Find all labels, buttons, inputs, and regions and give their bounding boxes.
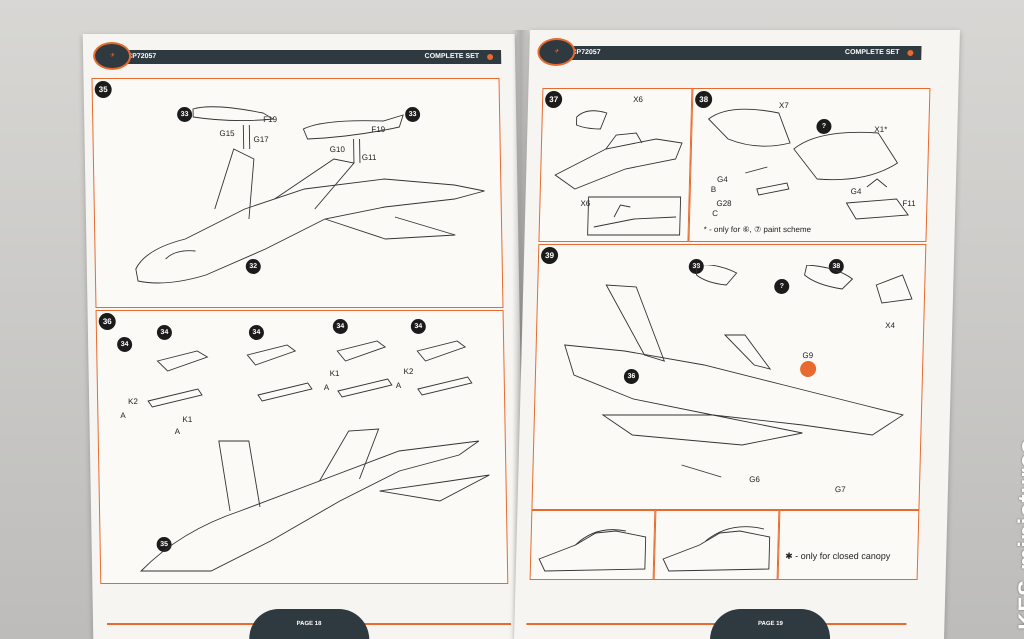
brand-logo: ✈ <box>537 38 576 66</box>
right-header-set: COMPLETE SET <box>844 49 900 56</box>
step-36-frame: 36 34 34 34 34 34 35 K2 A K1 A K1 A K2 A <box>95 310 509 584</box>
step-36-number: 36 <box>98 313 116 330</box>
left-header-set: COMPLETE SET <box>424 53 480 60</box>
step-37-cockpit-drawing <box>554 110 683 236</box>
right-header-bar: CP72057 COMPLETE SET <box>541 46 922 60</box>
right-page: CP72057 COMPLETE SET ✈ 37 X6 X6 38 ? X7 … <box>514 30 960 639</box>
step-39-jet-drawing <box>564 265 913 478</box>
closed-canopy-drawing-1 <box>538 529 647 572</box>
left-header-code: CP72057 <box>127 53 157 60</box>
brand-logo: ✈ <box>92 42 132 70</box>
step-38-note: * - only for ⑥, ⑦ paint scheme <box>703 225 812 234</box>
closed-canopy-detail-2 <box>653 510 780 580</box>
step-35-jet-drawing <box>135 106 485 284</box>
left-page: CP72057 COMPLETE SET ✈ 35 33 33 32 F19 G… <box>82 34 526 639</box>
step-37-frame: 37 X6 X6 <box>538 88 693 242</box>
step-36-jet-drawing <box>140 340 490 572</box>
left-header-bar: CP72057 COMPLETE SET <box>96 50 502 64</box>
closed-canopy-note-box: ✱ - only for closed canopy <box>777 510 920 580</box>
step-39-frame: 39 38 38 36 ? X4 G9 G6 G7 <box>531 244 927 510</box>
closed-canopy-detail-1 <box>529 510 656 580</box>
right-header-code: CP72057 <box>571 49 601 56</box>
watermark-text: KFS-miniatures <box>1014 438 1024 630</box>
closed-canopy-drawing-2 <box>662 526 771 572</box>
right-page-number: PAGE 19 <box>757 621 783 627</box>
step-39-number: 39 <box>540 247 559 264</box>
watermark: KFS-miniatures <box>992 400 1024 630</box>
left-header-dot <box>487 54 494 60</box>
step-35-number: 35 <box>94 81 112 98</box>
step-35-frame: 35 33 33 32 F19 G15 G17 G10 G11 F19 <box>91 78 504 308</box>
right-header-dot <box>907 50 914 56</box>
left-footer-tab: PAGE 18 <box>248 609 370 639</box>
left-page-number: PAGE 18 <box>296 621 322 627</box>
step-39-note: ✱ - only for closed canopy <box>785 551 891 561</box>
step-38-canopy-drawing <box>707 108 909 220</box>
right-footer-tab: PAGE 19 <box>710 609 831 639</box>
step-38-frame: 38 ? X7 X1* G4 B G4 G28 C F11 * - only f… <box>688 88 931 242</box>
